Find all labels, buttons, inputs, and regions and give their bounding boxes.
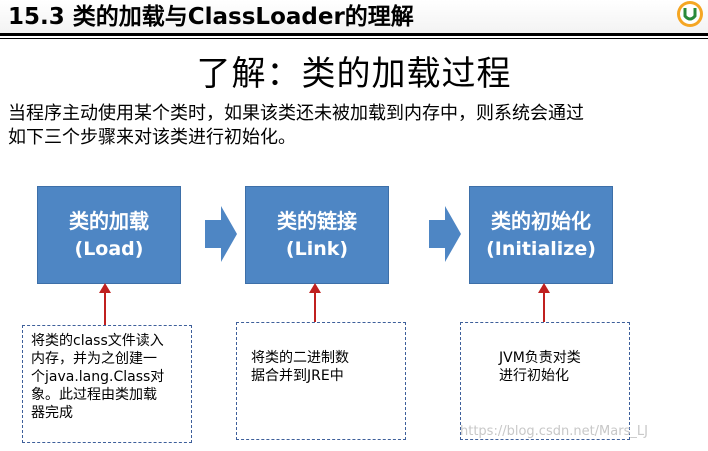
intro-text: 当程序主动使用某个类时，如果该类还未被加载到内存中，则系统会通过 如下三个步骤来… xyxy=(8,102,704,150)
step-english-label: (Initialize) xyxy=(486,238,596,260)
up-arrow-icon xyxy=(538,283,550,327)
header-rule-thin xyxy=(0,38,708,39)
note-line: 象。此过程由类加载 xyxy=(31,387,157,403)
note-line: JVM负责对类 xyxy=(499,350,581,366)
up-arrow-icon xyxy=(99,283,111,327)
step-load-box: 类的加载 (Load) xyxy=(37,186,181,284)
step-english-label: (Load) xyxy=(74,238,144,260)
intro-line: 当程序主动使用某个类时，如果该类还未被加载到内存中，则系统会通过 xyxy=(8,103,584,124)
section-title: 15.3 类的加载与ClassLoader的理解 xyxy=(8,4,414,30)
step-label: 类的初始化 xyxy=(491,209,591,233)
right-arrow-icon xyxy=(205,206,237,262)
note-line: 内存，并为之创建一 xyxy=(31,351,157,367)
step-load-note: 将类的class文件读入 内存，并为之创建一 个java.lang.Class对… xyxy=(22,325,192,443)
step-label: 类的链接 xyxy=(277,209,357,233)
title-bar: 15.3 类的加载与ClassLoader的理解 xyxy=(0,0,708,36)
note-line: 进行初始化 xyxy=(499,368,569,384)
step-link-note: 将类的二进制数 据合并到JRE中 xyxy=(236,322,406,440)
watermark: https://blog.csdn.net/Mars_LJ xyxy=(460,424,648,439)
step-link-box: 类的链接 (Link) xyxy=(245,186,389,284)
note-line: 据合并到JRE中 xyxy=(251,368,344,384)
logo-icon xyxy=(677,1,703,27)
note-line: 器完成 xyxy=(31,405,73,421)
note-line: 将类的class文件读入 xyxy=(31,333,164,349)
intro-line: 如下三个步骤来对该类进行初始化。 xyxy=(8,127,296,148)
header-rule xyxy=(0,33,708,36)
up-arrow-icon xyxy=(309,283,321,327)
note-line: 将类的二进制数 xyxy=(251,350,349,366)
note-line: 个java.lang.Class对 xyxy=(31,369,165,385)
step-initialize-note: JVM负责对类 进行初始化 xyxy=(460,322,630,440)
step-english-label: (Link) xyxy=(285,238,349,260)
step-label: 类的加载 xyxy=(69,209,149,233)
step-initialize-box: 类的初始化 (Initialize) xyxy=(469,186,613,284)
slide-title: 了解：类的加载过程 xyxy=(196,54,512,94)
right-arrow-icon xyxy=(429,206,461,262)
